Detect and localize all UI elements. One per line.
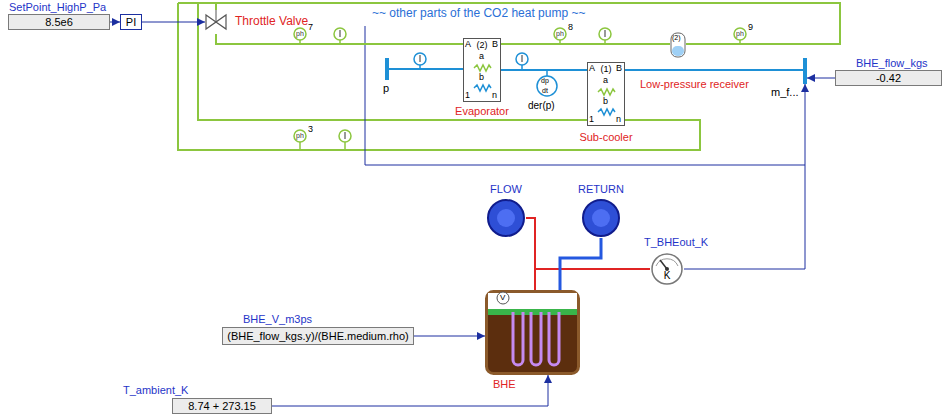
port-letter: n: [616, 114, 621, 124]
port-letter: 1: [589, 114, 594, 124]
port-letter: B: [616, 63, 622, 73]
note-text: ~~ other parts of the CO2 heat pump ~~: [372, 7, 585, 21]
expression-block: BHE_V_m3ps(BHE_flow_kgs.y)/(BHE.medium.r…: [222, 327, 414, 345]
fluid-port: FLOW: [486, 198, 526, 238]
borehole-heat-exchanger: BHE: [485, 290, 580, 375]
port-name: p: [383, 82, 389, 95]
instance-name: T_ambient_K: [123, 384, 188, 397]
instance-name: T_BHEout_K: [644, 236, 708, 249]
port-letter: b: [479, 72, 484, 82]
throttle-valve-outline: [205, 10, 227, 34]
callout-number: (2): [477, 40, 488, 50]
pi-controller: PI: [120, 14, 142, 30]
callout-number: 3: [308, 124, 313, 134]
port-letter: b: [603, 96, 608, 106]
callout-number: 7: [308, 22, 313, 32]
parameter-value: 8.5e6: [9, 16, 109, 29]
connector: [501, 69, 587, 71]
parameter-value: -0.42: [836, 72, 941, 85]
component-name: Low-pressure receiver: [640, 78, 749, 91]
port-letter: n: [492, 90, 497, 100]
connector: [560, 238, 601, 290]
callout-number: 9: [748, 22, 753, 32]
block-name: PI: [121, 16, 141, 29]
port-letter: A: [465, 39, 471, 49]
component-name: BHE: [493, 378, 516, 391]
connector: [807, 78, 835, 79]
block-name: der(p): [528, 100, 555, 112]
component-name: Evaporator: [455, 105, 509, 118]
constant-block: BHE_flow_kgs-0.42: [835, 70, 942, 86]
connector: [414, 336, 485, 337]
constant-block: T_ambient_K8.74 + 273.15: [172, 398, 272, 414]
component-name: Throttle Valve: [235, 15, 308, 29]
connector: [389, 68, 463, 70]
parameter-value: 8.74 + 273.15: [173, 400, 271, 413]
callout-number: 8: [568, 22, 573, 32]
connector: [501, 43, 670, 45]
port-letter: A: [589, 63, 595, 73]
port-letter: a: [603, 75, 608, 85]
instance-name: BHE_V_m3ps: [243, 313, 312, 326]
derivative-symbol: dt: [542, 87, 548, 95]
callout-number: (2): [672, 34, 681, 42]
instance-name: BHE_flow_kgs: [856, 57, 928, 70]
connector: [625, 69, 803, 71]
port-name: RETURN: [578, 183, 624, 196]
sensor-symbol: ph: [296, 132, 304, 140]
throttle-valve: Throttle Valve: [205, 10, 227, 34]
sensor-symbol: ph: [556, 30, 564, 38]
sensor-symbol: ph: [736, 30, 744, 38]
port-letter: 1: [465, 90, 470, 100]
unit-text: K: [664, 270, 671, 282]
connector: [526, 218, 535, 290]
port-name: FLOW: [490, 183, 522, 196]
port-name: m_f...: [771, 86, 799, 99]
connector: [535, 269, 650, 290]
connector: [142, 22, 205, 23]
fluid-port-outline: [486, 198, 526, 238]
signal-wire: [365, 26, 805, 165]
port-letter: a: [479, 51, 484, 61]
expression-text: (BHE_flow_kgs.y)/(BHE.medium.rho): [223, 330, 413, 343]
callout-number: (1): [601, 64, 612, 74]
connector: [216, 34, 463, 44]
component-name: Sub-cooler: [579, 131, 632, 144]
connector: [272, 375, 548, 406]
connector: [110, 22, 120, 23]
flow-boundary: m_f...: [803, 58, 807, 84]
thermometer-marks: [340, 30, 605, 139]
fluid-port-outline: [581, 198, 621, 238]
fluid-port: RETURN: [581, 198, 621, 238]
temperature-sensor: T_BHEout_KK: [650, 252, 684, 286]
port-letter: B: [492, 39, 498, 49]
sensor-symbol: ph: [296, 30, 304, 38]
port-symbol: V: [500, 293, 505, 302]
receiver-tank: (2)Low-pressure receiver: [670, 32, 686, 58]
borehole-heat-exchanger-outline: [485, 290, 580, 375]
pressure-boundary: p: [385, 58, 389, 80]
derivative-symbol: dp: [541, 77, 549, 85]
co2-pipes: [178, 3, 840, 150]
instance-name: SetPoint_HighP_Pa: [9, 1, 106, 14]
constant-block: SetPoint_HighP_Pa8.5e6: [8, 14, 110, 30]
